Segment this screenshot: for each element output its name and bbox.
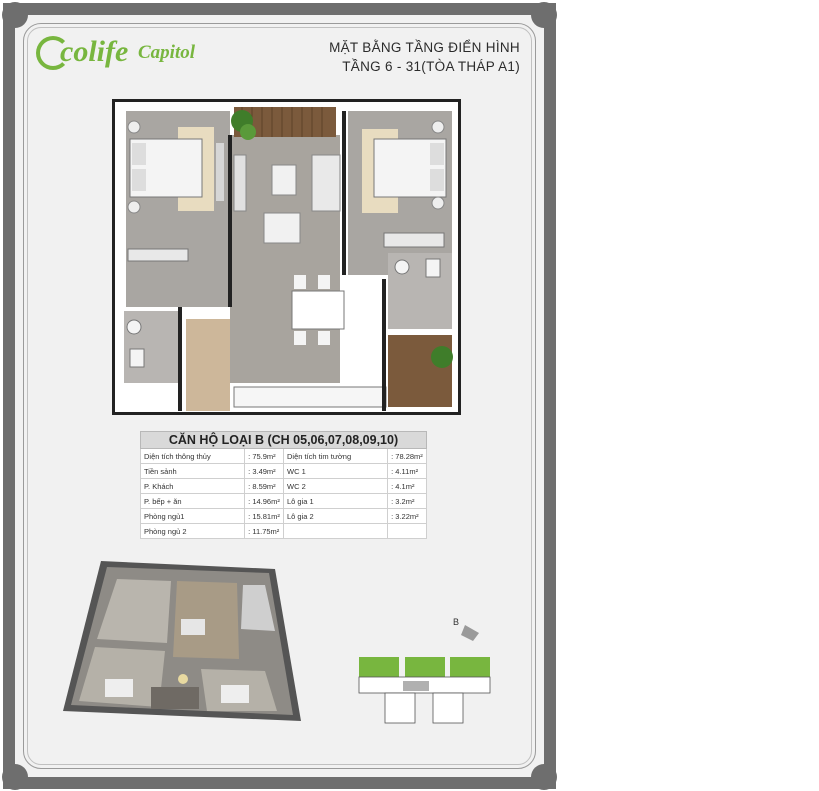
table-cell: Phòng ngủ1 (139, 508, 246, 524)
ornamental-frame-inner (27, 27, 532, 765)
table-cell (387, 523, 427, 539)
table-cell: Lô gia 1 (282, 493, 389, 509)
isometric-3d-view (63, 561, 301, 721)
table-row: Diện tích thông thủy : 75.9m² Diện tích … (139, 448, 427, 464)
table-cell: : 4.11m² (387, 463, 427, 479)
apartment-spec-table: CĂN HỘ LOẠI B (CH 05,06,07,08,09,10) Diệ… (139, 431, 427, 539)
entry-hall (186, 319, 230, 411)
table-cell: Tiền sảnh (139, 463, 246, 479)
floor-plan (112, 99, 461, 415)
table-cell: : 15.81m² (244, 508, 284, 524)
table-cell: P. Khách (139, 478, 246, 494)
frame-corner (2, 764, 28, 790)
frame-corner (531, 2, 557, 28)
logia-2 (388, 335, 452, 407)
frame-corner (531, 764, 557, 790)
table-cell: P. bếp + ăn (139, 493, 246, 509)
logo-text: colife (60, 35, 129, 68)
logo-e-mark (36, 36, 70, 70)
page-title: MẶT BẰNG TẦNG ĐIỂN HÌNH TẦNG 6 - 31(TÒA … (329, 38, 520, 76)
table-cell: : 78.28m² (387, 448, 427, 464)
table-cell: : 3.49m² (244, 463, 284, 479)
table-row: P. bếp + ăn : 14.96m² Lô gia 1 : 3.2m² (139, 493, 427, 509)
title-line-1: MẶT BẰNG TẦNG ĐIỂN HÌNH (329, 40, 520, 55)
logo-subtext: Capitol (138, 42, 196, 63)
table-row: Tiền sảnh : 3.49m² WC 1 : 4.11m² (139, 463, 427, 479)
table-row: Phòng ngủ 2 : 11.75m² (139, 523, 427, 539)
table-cell: : 3.2m² (387, 493, 427, 509)
table-cell: WC 2 (282, 478, 389, 494)
table-cell: : 14.96m² (244, 493, 284, 509)
frame-corner (2, 2, 28, 28)
compass-icon (461, 625, 479, 641)
plant-icon (431, 346, 453, 368)
table-cell: : 4.1m² (387, 478, 427, 494)
table-cell: Diện tích thông thủy (139, 448, 246, 464)
table-title: CĂN HỘ LOẠI B (CH 05,06,07,08,09,10) (140, 431, 427, 449)
table-cell: : 8.59m² (244, 478, 284, 494)
table-cell (282, 523, 389, 539)
table-cell: : 11.75m² (244, 523, 284, 539)
table-cell: WC 1 (282, 463, 389, 479)
key-plan-marker: B (453, 617, 459, 627)
ornamental-frame (23, 23, 536, 769)
table-row: P. Khách : 8.59m² WC 2 : 4.1m² (139, 478, 427, 494)
table-cell: : 3.22m² (387, 508, 427, 524)
table-cell: Phòng ngủ 2 (139, 523, 246, 539)
key-plan: B (358, 617, 491, 724)
table-cell: : 75.9m² (244, 448, 284, 464)
table-row: Phòng ngủ1 : 15.81m² Lô gia 2 : 3.22m² (139, 508, 427, 524)
table-cell: Lô gia 2 (282, 508, 389, 524)
brochure-sheet: colife Capitol MẶT BẰNG TẦNG ĐIỂN HÌNH T… (2, 2, 557, 790)
title-line-2: TẦNG 6 - 31(TÒA THÁP A1) (342, 59, 520, 74)
table-cell: Diện tích tim tường (282, 448, 389, 464)
